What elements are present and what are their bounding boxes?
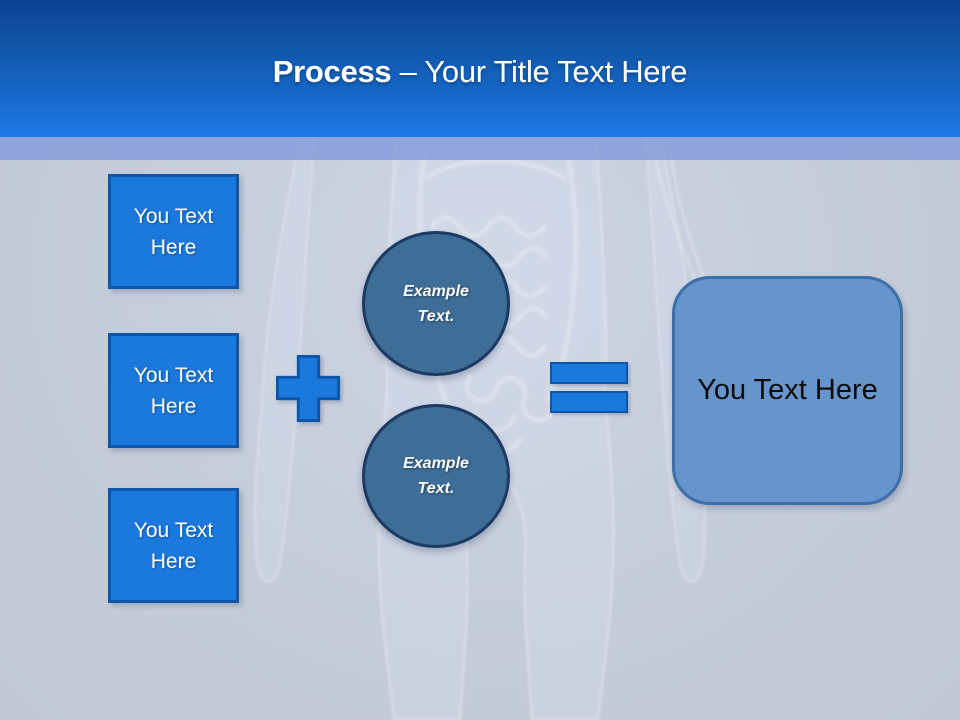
header-accent-band [0,137,960,160]
example-circle-2-label: Example Text. [403,455,469,497]
title-separator: – [399,54,417,89]
title-emphasis: Process [272,54,392,89]
example-circle-1-label: Example Text. [403,282,469,325]
equals-bottom-bar [550,391,628,413]
equals-icon [550,362,628,413]
plus-icon [276,355,340,422]
example-circle-1[interactable]: Example Text. [362,231,510,376]
input-box-2[interactable]: You Text Here [108,333,239,448]
page-title: Process – Your Title Text Here [0,54,960,90]
result-box[interactable]: You Text Here [672,276,903,505]
input-box-2-label: You Text Here [133,363,214,418]
input-box-1[interactable]: You Text Here [108,174,239,289]
example-circle-2[interactable]: Example Text. [362,404,510,548]
header-bar: Process – Your Title Text Here [0,0,960,137]
equals-top-bar [550,362,628,384]
title-rest: Your Title Text Here [424,54,688,89]
input-box-3-label: You Text Here [133,518,214,573]
input-box-3[interactable]: You Text Here [108,488,239,603]
result-box-label: You Text Here [697,374,878,406]
input-box-1-label: You Text Here [133,204,214,259]
